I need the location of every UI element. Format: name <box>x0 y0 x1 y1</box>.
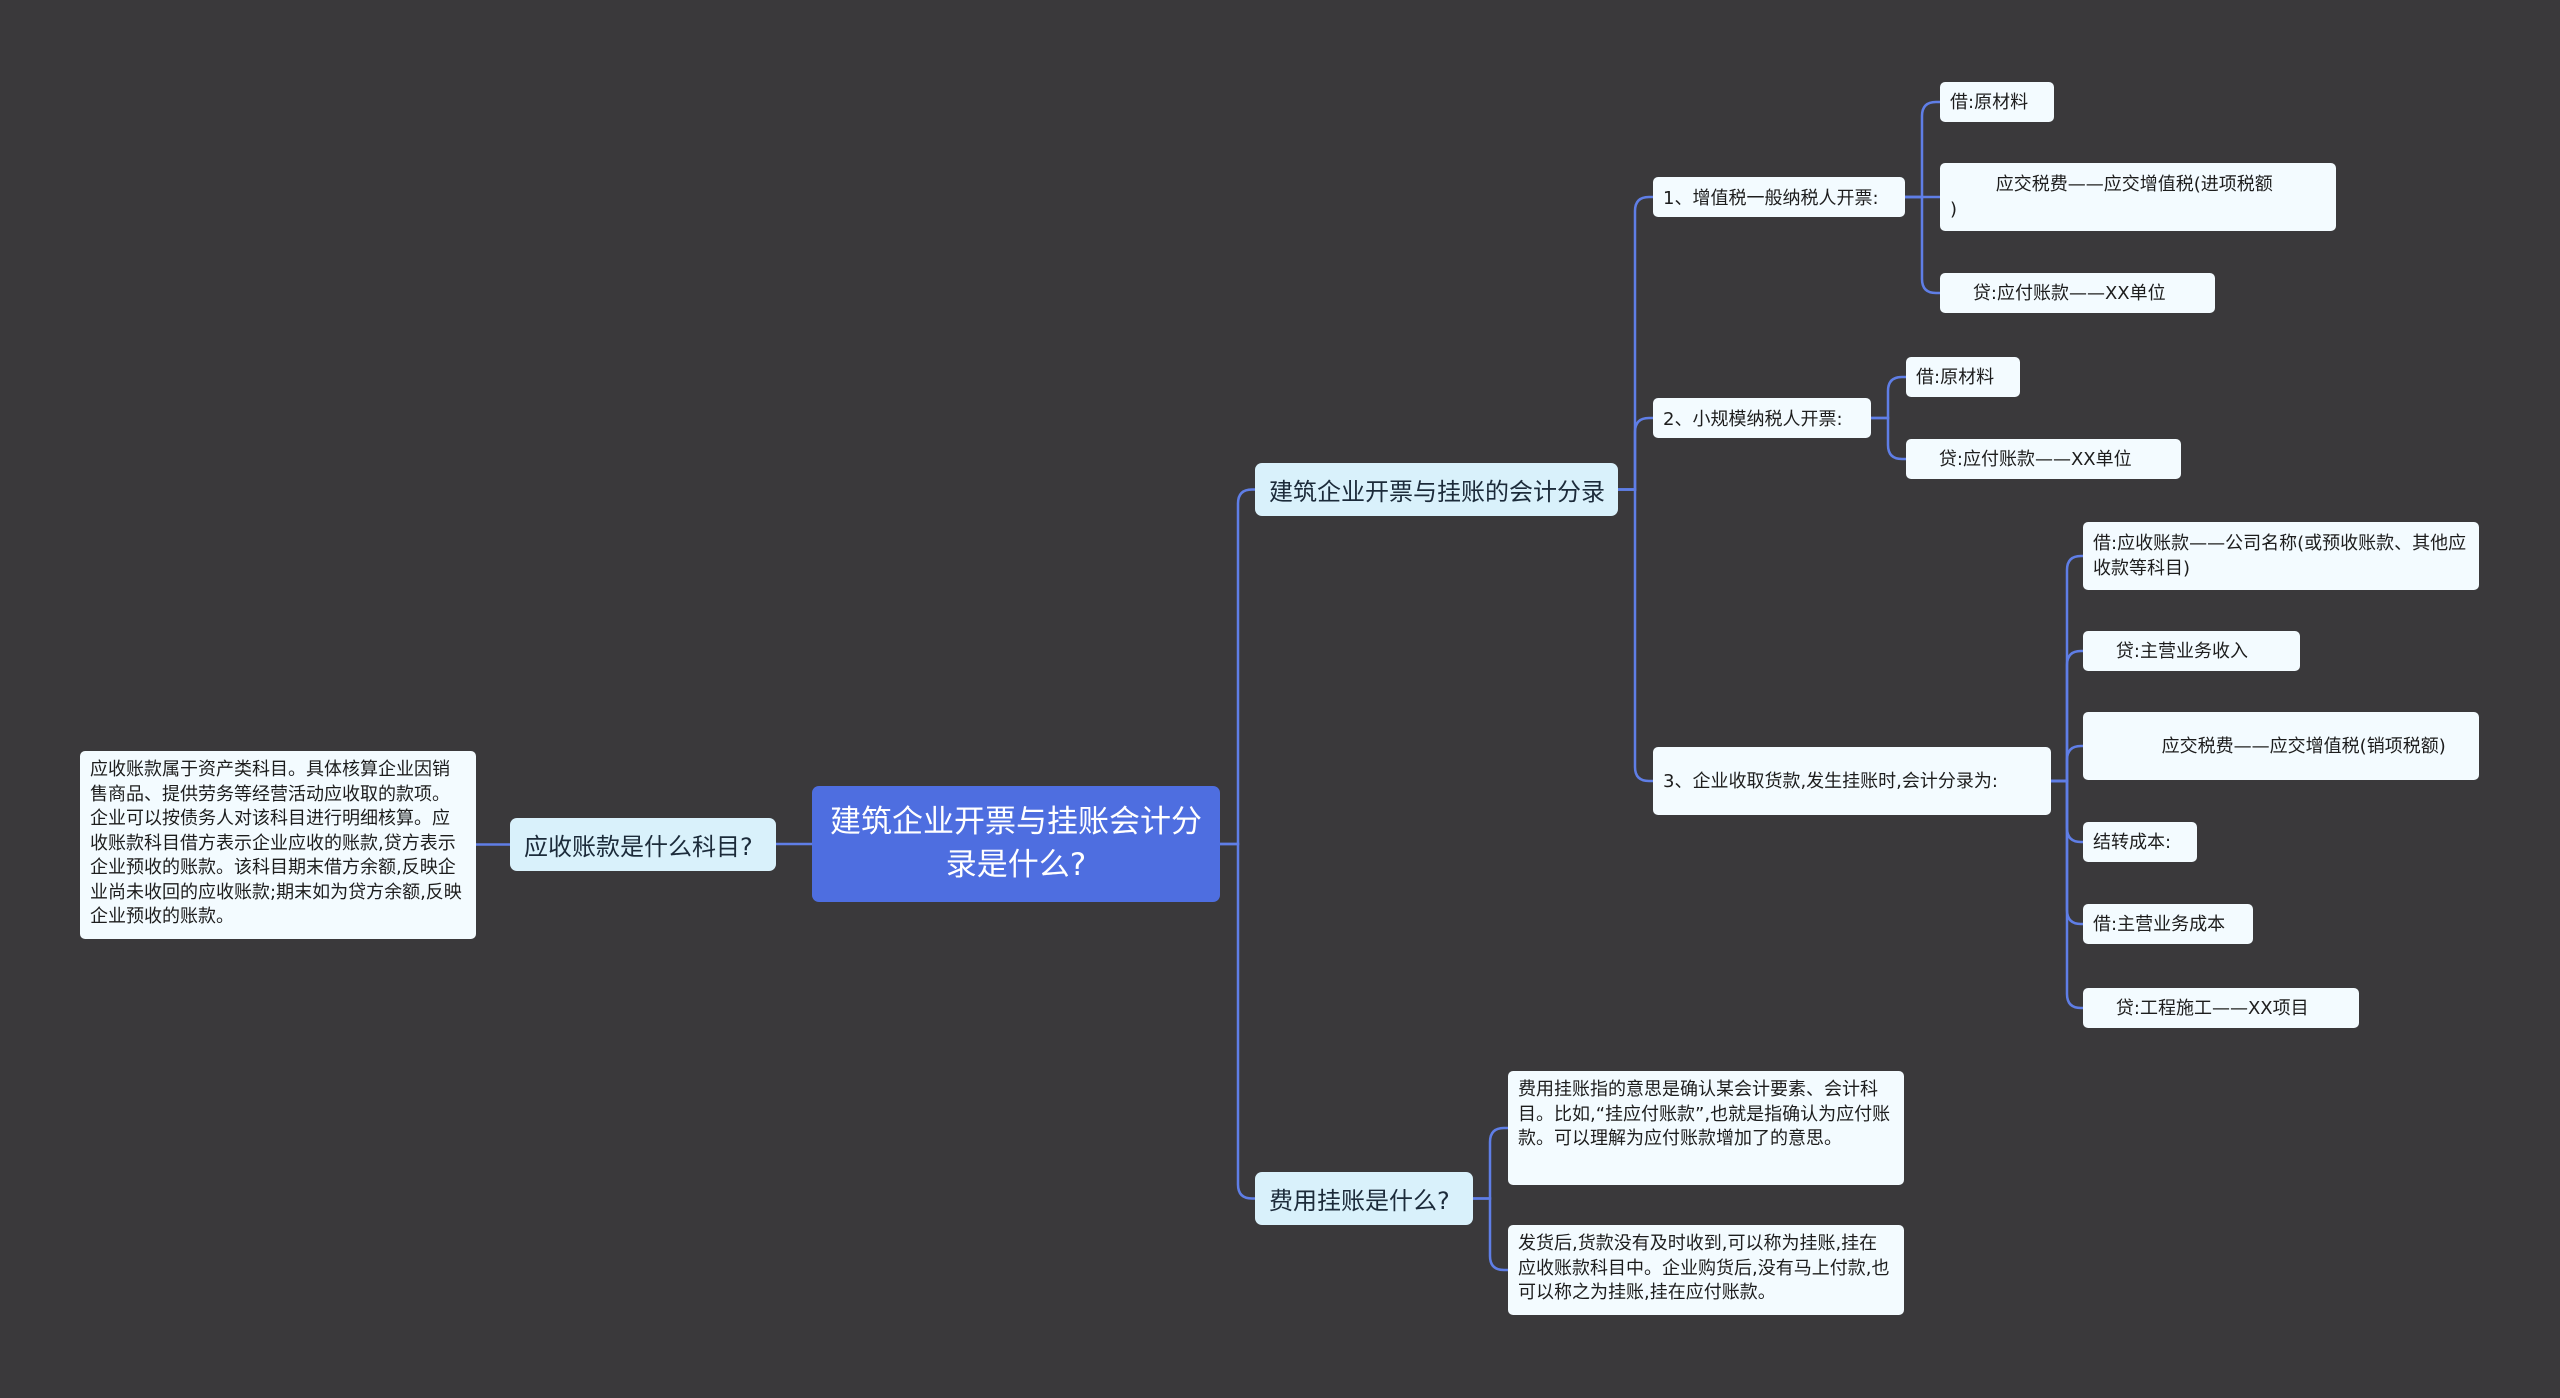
topic-expense-pending[interactable]: 费用挂账是什么? <box>1255 1172 1473 1225</box>
edge-sub-general-taxpayer-general-debit-raw-materials <box>1905 100 1940 199</box>
entry-credit-project-construction[interactable]: 贷:工程施工——XX项目 <box>2083 988 2359 1028</box>
topic-receivable-subject[interactable]: 应收账款是什么科目? <box>510 818 776 871</box>
sub-receivable-pending[interactable]: 3、企业收取货款,发生挂账时,会计分录为: <box>1653 747 2051 815</box>
edge-sub-small-scale-taxpayer-small-debit-raw-materials <box>1871 375 1906 420</box>
edge-topic-expense-pending-expense-pending-example <box>1473 1197 1508 1272</box>
entry-debit-business-cost[interactable]: 借:主营业务成本 <box>2083 904 2253 944</box>
edge-sub-receivable-pending-entry-credit-revenue <box>2051 649 2083 783</box>
entry-credit-revenue[interactable]: 贷:主营业务收入 <box>2083 631 2300 671</box>
receivable-subject-detail[interactable]: 应收账款属于资产类科目。具体核算企业因销售商品、提供劳务等经营活动应收取的款项。… <box>80 751 476 939</box>
sub-small-scale-taxpayer[interactable]: 2、小规模纳税人开票: <box>1653 398 1871 438</box>
entry-carry-forward-cost[interactable]: 结转成本: <box>2083 822 2197 862</box>
small-debit-raw-materials[interactable]: 借:原材料 <box>1906 357 2020 397</box>
entry-output-vat[interactable]: 应交税费——应交增值税(销项税额) <box>2083 712 2479 780</box>
edge-topic-expense-pending-expense-pending-definition <box>1473 1126 1508 1200</box>
root-topic[interactable]: 建筑企业开票与挂账会计分录是什么? <box>812 786 1220 902</box>
topic-invoice-accounting-entries[interactable]: 建筑企业开票与挂账的会计分录 <box>1255 463 1618 516</box>
general-credit-payable[interactable]: 贷:应付账款——XX单位 <box>1940 273 2215 313</box>
edge-sub-receivable-pending-entry-output-vat <box>2051 744 2083 783</box>
sub-general-taxpayer[interactable]: 1、增值税一般纳税人开票: <box>1653 177 1905 217</box>
expense-pending-example[interactable]: 发货后,货款没有及时收到,可以称为挂账,挂在应收账款科目中。企业购货后,没有马上… <box>1508 1225 1904 1315</box>
edge-sub-receivable-pending-entry-credit-project-construction <box>2051 779 2083 1010</box>
edge-sub-receivable-pending-entry-debit-receivable <box>2051 554 2083 783</box>
edge-topic-invoice-accounting-entries-sub-receivable-pending <box>1618 488 1653 783</box>
entry-debit-receivable[interactable]: 借:应收账款——公司名称(或预收账款、其他应收款等科目) <box>2083 522 2479 590</box>
edge-root-topic-topic-invoice-accounting-entries <box>1220 488 1255 846</box>
general-debit-raw-materials[interactable]: 借:原材料 <box>1940 82 2054 122</box>
edge-sub-general-taxpayer-general-credit-payable <box>1905 195 1940 295</box>
edge-root-topic-topic-expense-pending <box>1220 842 1255 1200</box>
general-input-vat[interactable]: 应交税费——应交增值税(进项税额 ) <box>1940 163 2336 231</box>
expense-pending-definition[interactable]: 费用挂账指的意思是确认某会计要素、会计科目。比如,“挂应付账款”,也就是指确认为… <box>1508 1071 1904 1185</box>
edge-topic-invoice-accounting-entries-sub-small-scale-taxpayer <box>1618 416 1653 491</box>
small-credit-payable[interactable]: 贷:应付账款——XX单位 <box>1906 439 2181 479</box>
edge-sub-small-scale-taxpayer-small-credit-payable <box>1871 416 1906 461</box>
edge-topic-invoice-accounting-entries-sub-general-taxpayer <box>1618 195 1653 491</box>
